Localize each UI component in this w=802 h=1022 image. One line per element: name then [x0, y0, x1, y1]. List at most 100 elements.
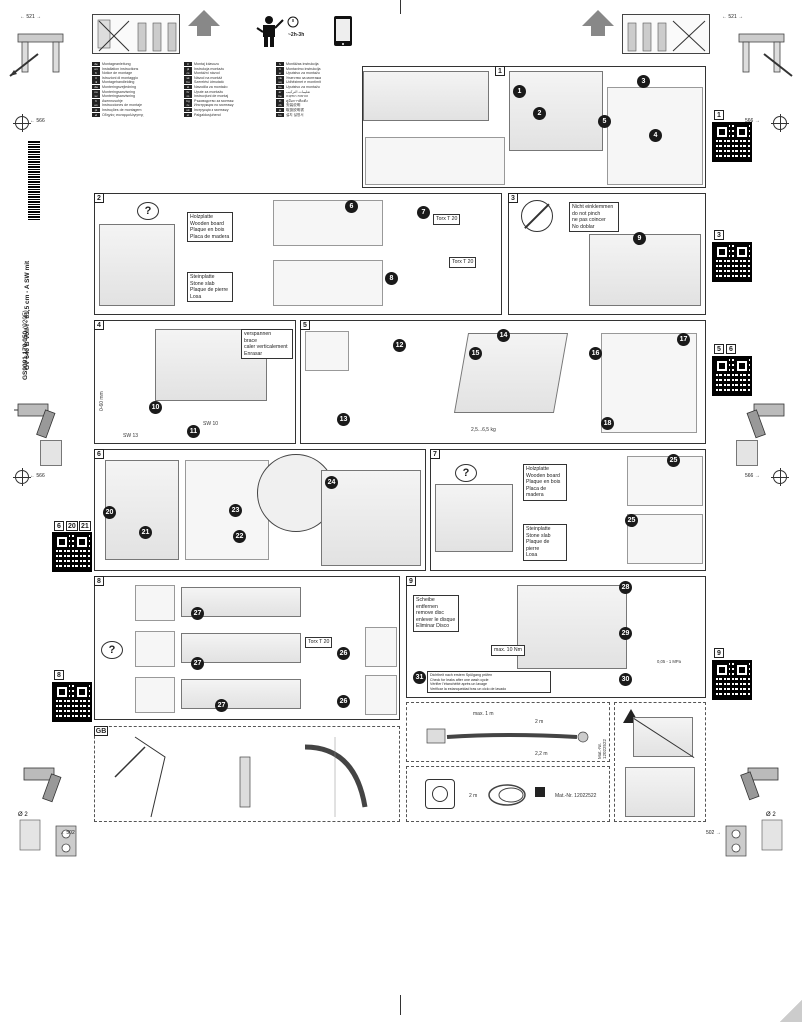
svg-text:Ø 2: Ø 2: [18, 812, 28, 818]
qr-code-9[interactable]: [712, 660, 752, 700]
language-title: 설치 설명서: [286, 112, 304, 117]
language-title: 安装说明: [286, 103, 301, 108]
step-29: 29: [619, 627, 632, 640]
cabinet-row-sketch: [435, 484, 513, 552]
torx-label-2: Torx T 20: [449, 257, 477, 268]
variant-c: [135, 677, 175, 713]
qr-badge-5: 5: [714, 344, 724, 354]
language-title: Instrukcja montażu: [194, 66, 225, 71]
language-code: mk: [276, 75, 284, 80]
language-title: تعليمات التركيب: [286, 89, 311, 94]
step-14: 14: [497, 329, 510, 342]
panel-8: 8 ? Torx T 20 27 27 26 27 26: [94, 576, 400, 720]
worker-tools-icon: [256, 16, 299, 47]
step-10: 10: [149, 401, 162, 414]
barcode: [28, 140, 40, 220]
no-pinch-icon: [521, 200, 553, 232]
language-code: lt: [276, 66, 284, 71]
header-no-cabinet-right: [622, 14, 710, 54]
qr-code-3[interactable]: [712, 242, 752, 282]
language-code: ko: [276, 112, 284, 117]
panel-number: 7: [430, 449, 440, 459]
language-title: Istruzioni di montaggio: [102, 75, 138, 80]
variant-a: [135, 585, 175, 621]
step-15: 15: [469, 347, 482, 360]
hose-max: max. 1 m: [473, 711, 494, 717]
language-title: Montaj kılavuzu: [194, 62, 219, 66]
socket-icon: [425, 779, 455, 809]
language-code: pl: [184, 66, 192, 71]
language-code: sr: [276, 71, 284, 76]
dim-top-right: ← 521 →: [722, 14, 744, 20]
language-title: Navodila za montažo: [194, 84, 228, 89]
step-24: 24: [325, 476, 338, 489]
language-code: it: [92, 75, 100, 80]
qr-code-5[interactable]: [712, 356, 752, 396]
language-title: Szerelési útmutató: [194, 80, 224, 85]
step-8: 8: [385, 272, 398, 285]
panel-1: 1 1 2 3 4 5: [362, 66, 706, 188]
crop-mark-top: [400, 0, 401, 14]
step-18: 18: [601, 417, 614, 430]
panel-warning: [614, 702, 706, 822]
panel-number: 4: [94, 320, 104, 330]
language-title: Asennusohje: [102, 98, 123, 103]
smartphone-icon: [334, 16, 352, 46]
qr-badge-6: 6: [726, 344, 736, 354]
sw10-label: SW 10: [203, 421, 219, 427]
step-27b: 27: [191, 657, 204, 670]
registration-mark: [771, 114, 789, 132]
language-code: ja: [276, 107, 284, 112]
hole-sketch-left: [40, 440, 62, 466]
sw13-label: SW 13: [123, 433, 139, 439]
panel-number: 5: [300, 320, 310, 330]
bracket-sketch-bottom: [273, 260, 383, 306]
corner-sketch-top-left: [8, 14, 78, 84]
cabinet-side-icon: [738, 33, 793, 77]
language-code: pt: [92, 107, 100, 112]
svg-text:Ø 2: Ø 2: [766, 812, 776, 818]
language-code: hr: [184, 89, 192, 94]
door-install-sketch: [601, 333, 697, 433]
language-title: Montážní návod: [194, 71, 220, 76]
plinth-sketch: [105, 460, 179, 560]
panel-number: 2: [94, 193, 104, 203]
language-title: Udhëzimet e montimit: [286, 80, 321, 85]
corner-sketch-top-right: [724, 14, 794, 84]
language-title: Montagehandleiding: [102, 80, 135, 85]
qr-code-6[interactable]: [52, 532, 92, 572]
step-25a: 25: [667, 454, 680, 467]
language-title: Monteringsanvisning: [102, 89, 135, 94]
model-title-vertical: GV 640 B Voll-I - 81,5 cm - A SW mit: [24, 260, 31, 370]
qr-code-8[interactable]: [52, 682, 92, 722]
question-mark: ?: [137, 202, 159, 220]
qr-code-1[interactable]: [712, 122, 752, 162]
cabinet-door-sketch: [305, 331, 349, 371]
panel-number: 1: [495, 66, 505, 76]
language-title: Інструкція з монтажу: [194, 107, 229, 112]
step-9: 9: [633, 232, 646, 245]
cable-length: 2 m: [469, 793, 478, 799]
step-1: 1: [513, 85, 526, 98]
language-title: Návod na montáž: [194, 75, 223, 80]
panel-number: 8: [94, 576, 104, 586]
pressure-range: 0,05 - 1 MPa: [657, 659, 681, 664]
step-30: 30: [619, 673, 632, 686]
language-title: Montāžas instrukcija: [286, 62, 319, 66]
qr-badge-3: 3: [714, 230, 724, 240]
